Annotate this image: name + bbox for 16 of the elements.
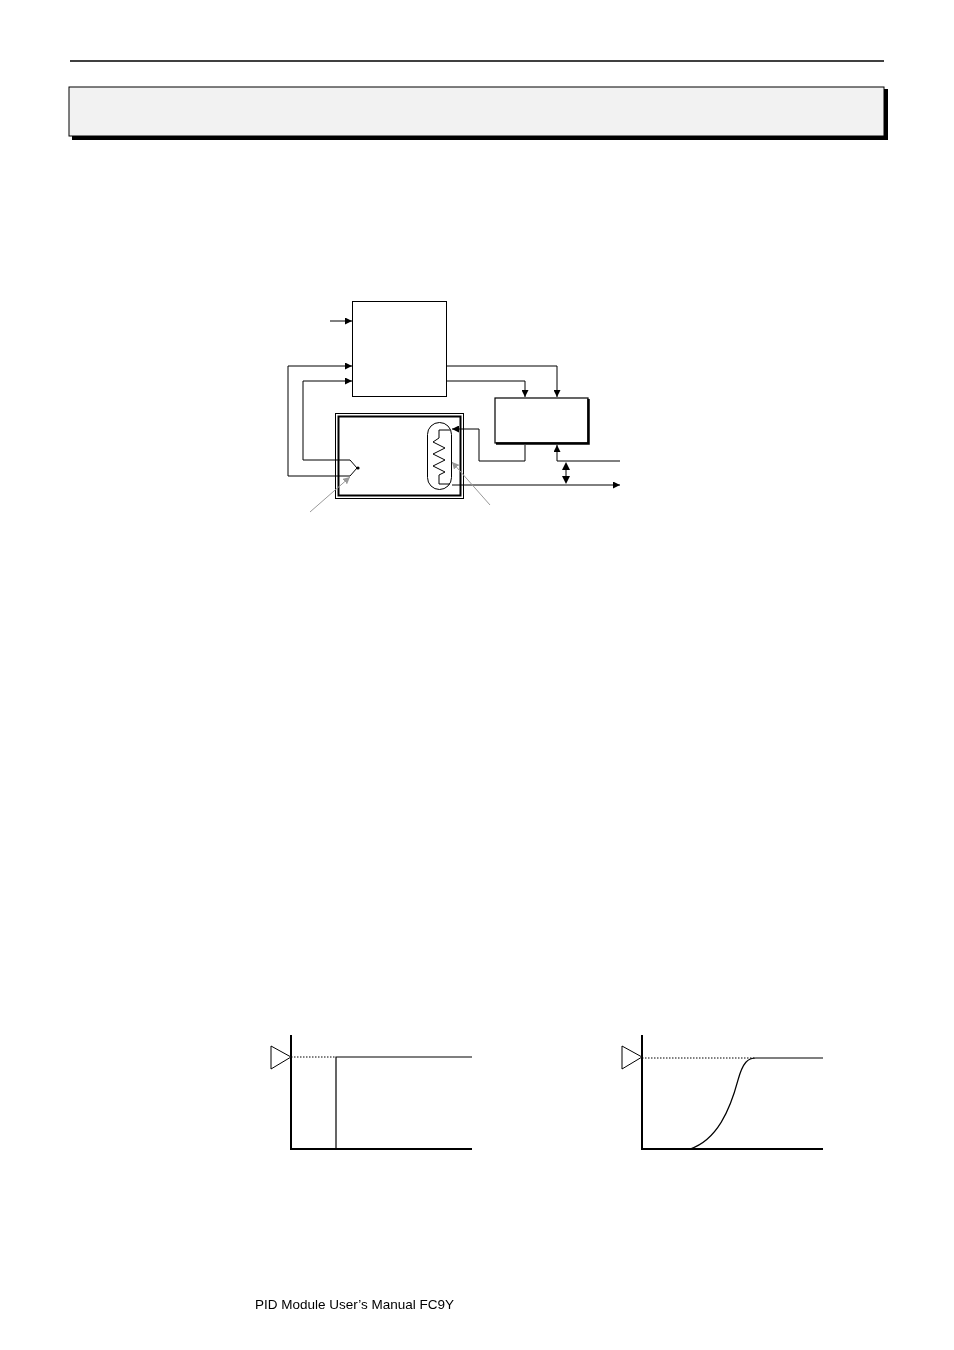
furnace-box <box>335 413 464 499</box>
arrow <box>446 380 529 398</box>
leader-line <box>309 476 351 513</box>
leader-line <box>451 461 491 506</box>
heater-element <box>427 422 452 490</box>
footer-text: PID Module User’s Manual FC9Y <box>255 1297 455 1312</box>
block-box <box>494 397 590 445</box>
arrow <box>553 444 621 462</box>
arrow <box>329 317 353 325</box>
arrow <box>451 425 526 462</box>
block-box <box>352 301 447 397</box>
arrow <box>446 365 561 398</box>
thermocouple-symbol <box>337 459 362 477</box>
arrow <box>287 362 353 477</box>
arrow <box>302 377 353 461</box>
arrow <box>451 481 621 489</box>
